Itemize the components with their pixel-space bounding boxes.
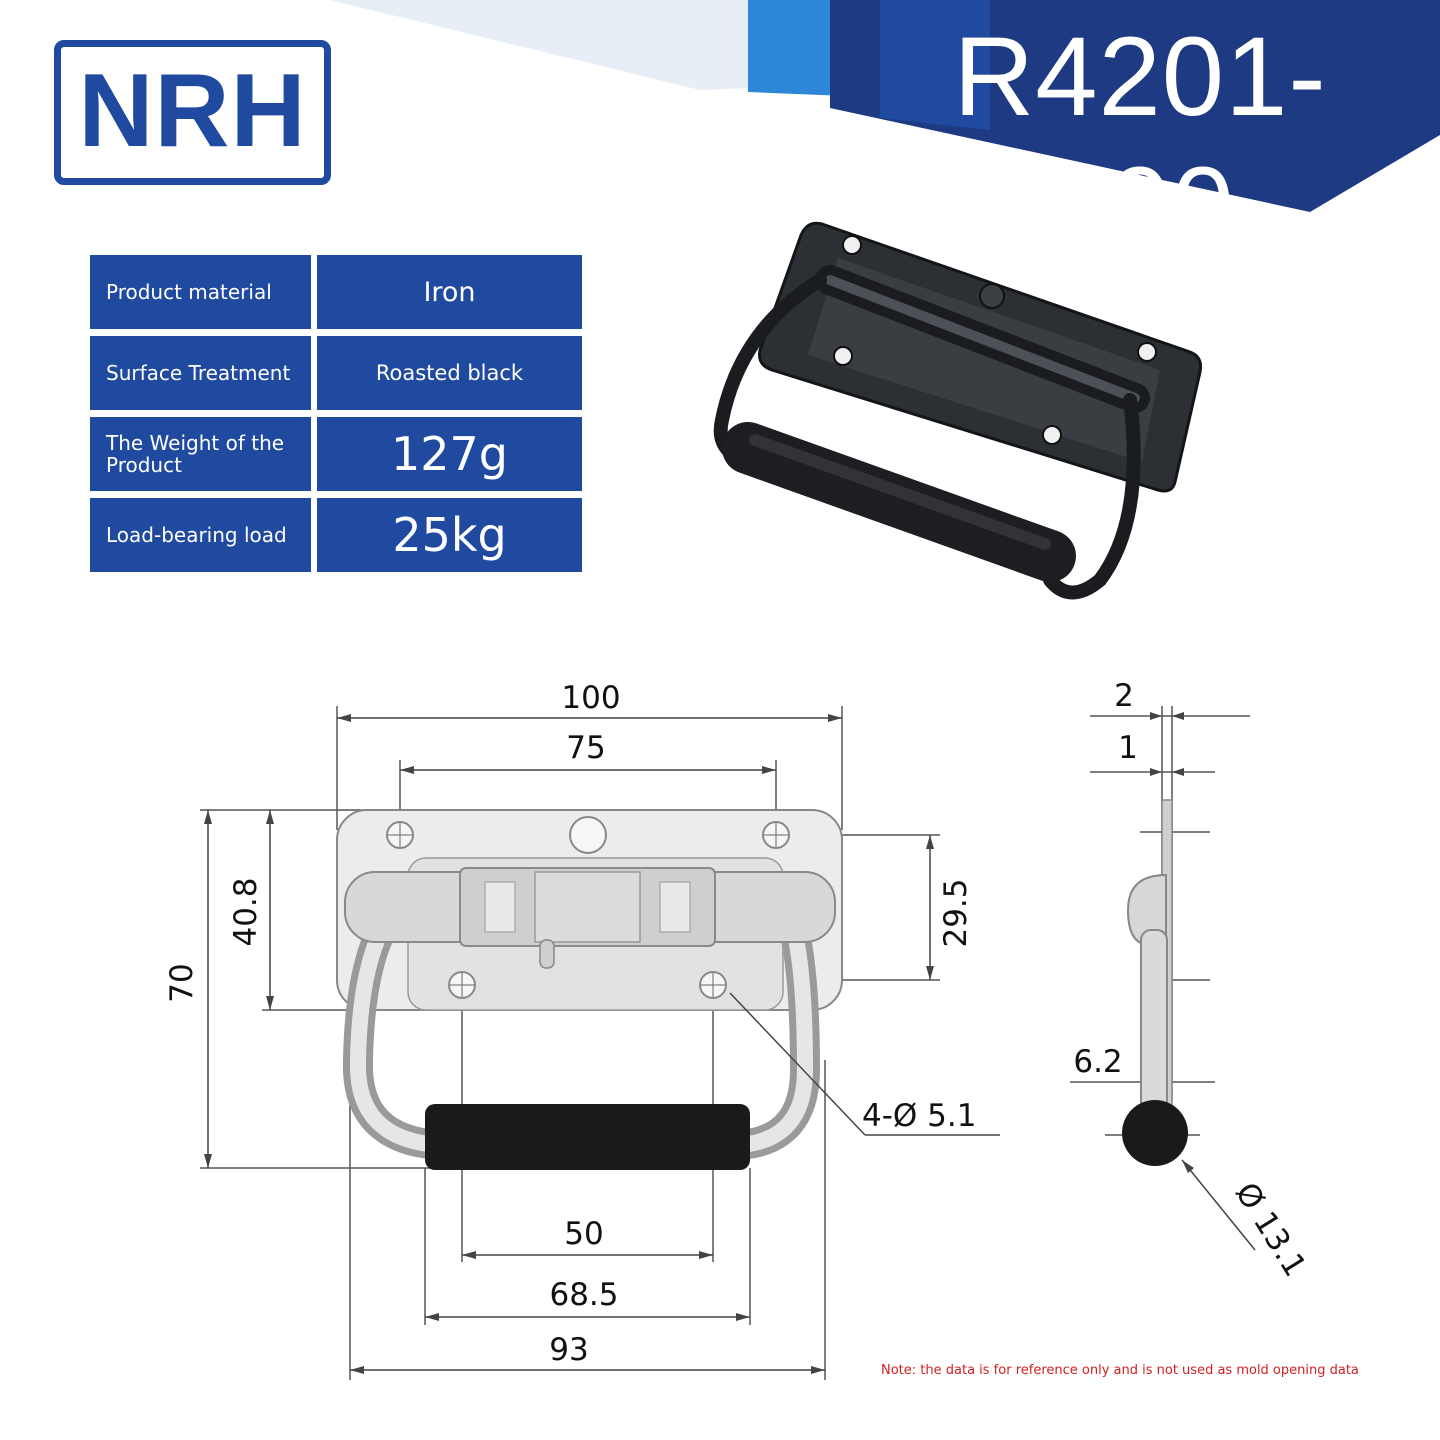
dim-height-hole-row: 40.8 bbox=[228, 877, 264, 946]
dim-height-overall: 70 bbox=[164, 963, 200, 1002]
dim-holes: 4-Ø 5.1 bbox=[862, 1098, 976, 1134]
dim-handle-width: 93 bbox=[549, 1332, 588, 1368]
brand-logo-text: NRH bbox=[78, 53, 307, 169]
brand-logo bbox=[54, 40, 331, 185]
spec-row-load: Load-bearing load 25kg bbox=[90, 498, 582, 572]
header-banner bbox=[330, 0, 1440, 212]
dim-grip-diameter: Ø 13.1 bbox=[1228, 1176, 1313, 1283]
spec-value: Iron bbox=[317, 255, 582, 329]
spec-label: Load-bearing load bbox=[90, 498, 311, 572]
dim-plate-thickness: 1 bbox=[1118, 730, 1138, 766]
spec-row-weight: The Weight of the Product 127g bbox=[90, 417, 582, 491]
spec-row-material: Product material Iron bbox=[90, 255, 582, 329]
spec-label: Product material bbox=[90, 255, 311, 329]
dim-plate-total: 2 bbox=[1114, 678, 1134, 714]
spec-table: Product material Iron Surface Treatment … bbox=[90, 255, 582, 579]
dim-hole-spacing-top: 75 bbox=[566, 730, 605, 766]
spec-row-surface: Surface Treatment Roasted black bbox=[90, 336, 582, 410]
spec-value: Roasted black bbox=[317, 336, 582, 410]
product-photo bbox=[713, 221, 1202, 600]
dim-hole-spacing-bottom: 50 bbox=[564, 1216, 603, 1252]
dim-grip-length: 68.5 bbox=[549, 1277, 618, 1313]
spec-value: 25kg bbox=[317, 498, 582, 572]
model-title: R4201-100 bbox=[953, 14, 1327, 269]
spec-label: The Weight of the Product bbox=[90, 417, 311, 491]
dim-hole-vertical: 29.5 bbox=[938, 878, 974, 947]
spec-value: 127g bbox=[317, 417, 582, 491]
spec-label: Surface Treatment bbox=[90, 336, 311, 410]
disclaimer-note: Note: the data is for reference only and… bbox=[881, 1363, 1359, 1378]
dim-overall-width: 100 bbox=[561, 680, 620, 716]
dim-rod-offset: 6.2 bbox=[1073, 1044, 1122, 1080]
